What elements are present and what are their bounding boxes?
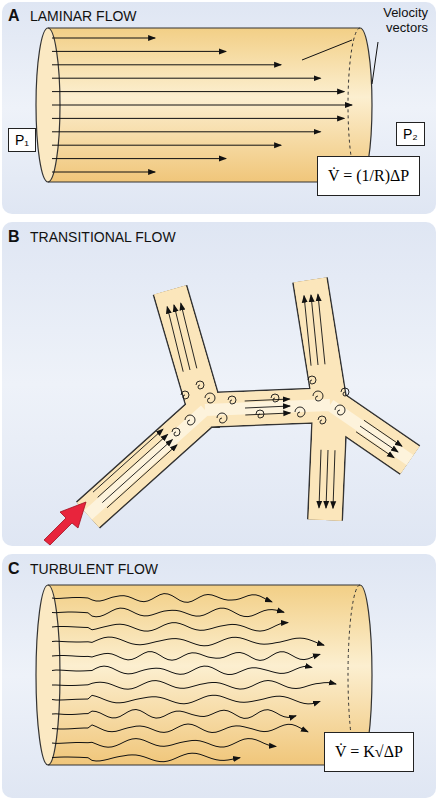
eddy — [185, 415, 195, 425]
flow-line — [304, 296, 311, 366]
panel-letter: B — [8, 228, 20, 246]
velocity-vector — [52, 118, 344, 119]
flow-line — [333, 450, 335, 508]
velocity-vector — [52, 724, 308, 733]
branching-tube — [88, 280, 410, 520]
pressure-box: P₂ — [396, 122, 425, 146]
velocity-vector — [52, 38, 155, 39]
callout-label: Velocity vectors — [340, 6, 428, 36]
flow-line — [107, 445, 177, 508]
pressure-box: P₁ — [8, 128, 36, 152]
inflow-arrow — [44, 502, 86, 545]
velocity-vector — [52, 105, 352, 106]
eddy — [313, 391, 323, 401]
eddy — [341, 388, 349, 396]
flow-line — [326, 450, 328, 508]
velocity-vector — [52, 64, 281, 65]
pressure-label: P₂ — [403, 126, 418, 142]
flow-line — [245, 399, 290, 401]
panel-title: LAMINAR FLOW — [30, 8, 137, 24]
tube — [36, 585, 372, 765]
eddy — [318, 416, 326, 424]
pressure-label: P₁ — [15, 132, 29, 148]
velocity-vector — [52, 131, 321, 132]
flow-line — [102, 440, 172, 503]
velocity-vector — [52, 695, 320, 704]
velocity-vector — [52, 623, 288, 632]
eddy — [181, 391, 189, 399]
velocity-vector — [52, 739, 276, 748]
velocity-vector — [52, 681, 336, 690]
velocity-vector — [52, 158, 226, 159]
velocity-vectors — [52, 38, 352, 172]
eddy — [217, 413, 227, 423]
flow-line — [318, 294, 325, 364]
panel-letter: A — [8, 7, 20, 25]
flow-line — [311, 295, 318, 365]
velocity-vector — [52, 652, 320, 661]
flow-line — [245, 413, 290, 415]
equation: V̇ = K√ΔP — [335, 743, 403, 761]
flow-lines — [93, 294, 402, 508]
eddy — [271, 394, 279, 402]
flow-line — [356, 432, 394, 458]
flow-line — [181, 303, 197, 368]
flow-line — [364, 420, 402, 446]
equation-box: V̇ = K√ΔP — [324, 732, 414, 772]
eddy — [295, 407, 305, 417]
velocity-vector — [52, 608, 284, 617]
panel-letter: C — [8, 560, 20, 578]
velocity-vector — [52, 637, 324, 646]
equation: V̇ = (1/R)ΔP — [328, 167, 409, 185]
eddy — [205, 393, 215, 403]
eddy — [172, 428, 180, 436]
panel — [2, 554, 436, 798]
panel-title: TURBULENT FLOW — [30, 561, 158, 577]
eddy — [256, 410, 264, 418]
leader-line — [302, 40, 352, 60]
velocity-vector — [52, 78, 321, 79]
velocity-vector — [52, 91, 344, 92]
flow-line — [174, 305, 190, 370]
velocity-vector — [52, 753, 240, 762]
velocity-vector — [52, 710, 296, 719]
eddy — [228, 396, 236, 404]
equation-box: V̇ = (1/R)ΔP — [317, 156, 420, 196]
velocity-vector — [52, 51, 226, 52]
velocity-vector — [52, 666, 312, 674]
eddy — [308, 376, 316, 384]
flow-line — [245, 406, 290, 408]
flow-line — [98, 434, 168, 497]
panel — [2, 2, 436, 214]
flow-line — [319, 450, 321, 508]
eddy — [335, 405, 345, 415]
panel-title: TRANSITIONAL FLOW — [30, 229, 176, 245]
flow-line — [167, 307, 183, 372]
flow-line — [93, 429, 163, 492]
velocity-vector — [52, 172, 155, 173]
panel — [2, 222, 436, 546]
flow-line — [360, 426, 398, 452]
eddy — [196, 381, 204, 389]
velocity-vector — [52, 145, 281, 146]
leader-line — [372, 42, 378, 84]
velocity-vectors — [52, 594, 336, 762]
velocity-vector — [52, 594, 272, 603]
